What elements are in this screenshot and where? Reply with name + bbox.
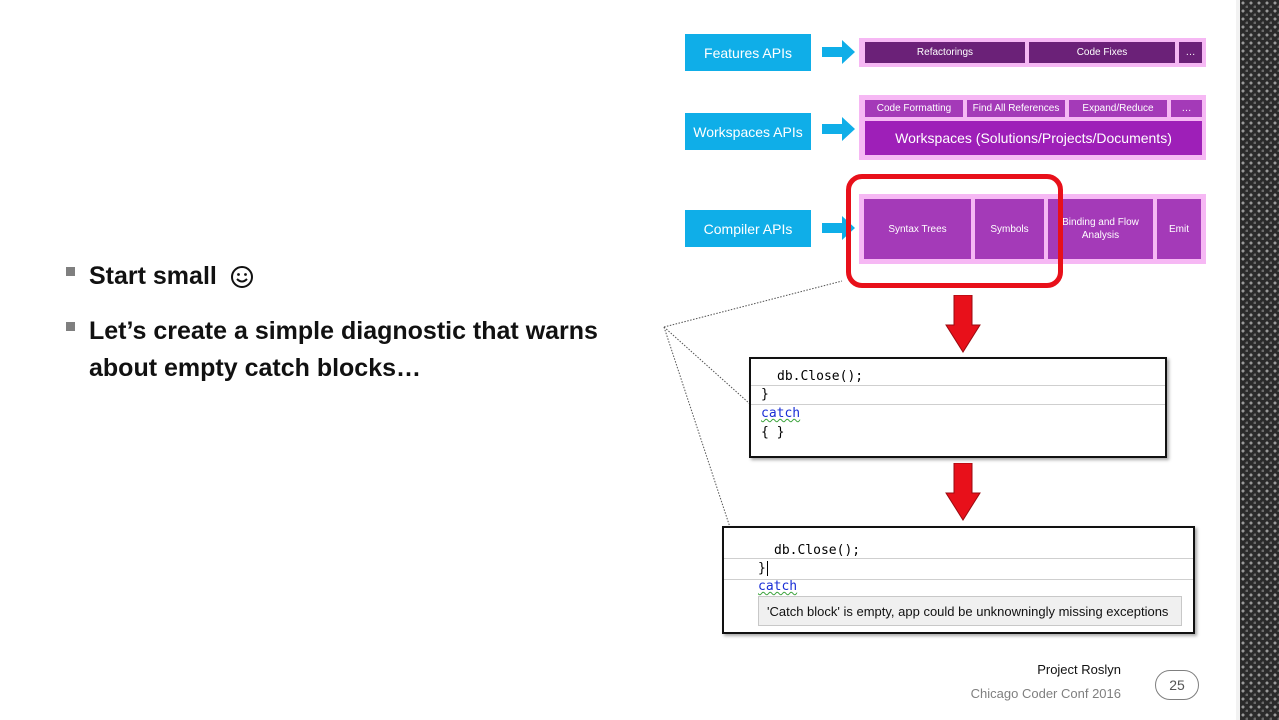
code-line-2: } xyxy=(761,387,769,402)
code-formatting-box: Code Formatting xyxy=(865,100,963,117)
current-line-highlight xyxy=(751,385,1165,405)
workspaces-frame: Code Formatting Find All References Expa… xyxy=(859,95,1206,160)
code-panel-before: db.Close(); } catch { } xyxy=(749,357,1167,458)
features-more-box: … xyxy=(1179,42,1202,63)
features-frame: Refactorings Code Fixes … xyxy=(859,38,1206,67)
bullet-item: Start small xyxy=(66,258,666,295)
decorative-side-strip xyxy=(1236,0,1279,720)
workspaces-main-box: Workspaces (Solutions/Projects/Documents… xyxy=(865,121,1202,155)
tooltip-text: 'Catch block' is empty, app could be unk… xyxy=(767,603,1169,619)
down-arrow-icon xyxy=(945,295,981,353)
compiler-apis-label: Compiler APIs xyxy=(685,210,811,247)
code-fixes-box: Code Fixes xyxy=(1029,42,1175,63)
syntax-trees-box: Syntax Trees xyxy=(864,199,971,259)
bullet-list: Start small Let’s create a simple diagno… xyxy=(66,258,666,405)
right-arrow-icon xyxy=(822,117,855,141)
symbols-box: Symbols xyxy=(975,199,1044,259)
bullet-text-2: Let’s create a simple diagnostic that wa… xyxy=(89,317,598,382)
bullet-square-icon xyxy=(66,267,75,276)
compiler-frame: Syntax Trees Symbols Binding and Flow An… xyxy=(859,194,1206,264)
emit-box: Emit xyxy=(1157,199,1201,259)
code-line-2: } xyxy=(758,561,766,576)
text-cursor xyxy=(767,561,768,576)
expand-reduce-box: Expand/Reduce xyxy=(1069,100,1167,117)
diagnostic-tooltip: 'Catch block' is empty, app could be unk… xyxy=(758,596,1182,626)
highlight-outline xyxy=(846,174,1063,288)
find-all-references-box: Find All References xyxy=(967,100,1065,117)
code-line-1: db.Close(); xyxy=(777,369,864,384)
code-line-3: catch xyxy=(761,406,801,421)
right-arrow-icon xyxy=(822,40,855,64)
bullet-item: Let’s create a simple diagnostic that wa… xyxy=(66,313,666,387)
features-apis-label: Features APIs xyxy=(685,34,811,71)
refactorings-box: Refactorings xyxy=(865,42,1025,63)
down-arrow-icon xyxy=(945,463,981,521)
binding-flow-analysis-box: Binding and Flow Analysis xyxy=(1048,199,1153,259)
code-line-4: { } xyxy=(761,425,785,440)
code-line-3: catch xyxy=(758,579,798,594)
workspaces-more-box: … xyxy=(1171,100,1202,117)
footer-title: Project Roslyn xyxy=(1037,662,1121,677)
bullet-text-1: Start small xyxy=(89,262,217,290)
smiley-face-icon xyxy=(230,266,253,289)
page-number: 25 xyxy=(1155,670,1199,700)
code-panel-after: db.Close(); } catch 'Catch block' is emp… xyxy=(722,526,1195,634)
current-line-highlight xyxy=(724,558,1193,580)
bullet-square-icon xyxy=(66,322,75,331)
workspaces-apis-label: Workspaces APIs xyxy=(685,113,811,150)
code-line-1: db.Close(); xyxy=(774,543,861,558)
footer-subtitle: Chicago Coder Conf 2016 xyxy=(970,686,1121,701)
